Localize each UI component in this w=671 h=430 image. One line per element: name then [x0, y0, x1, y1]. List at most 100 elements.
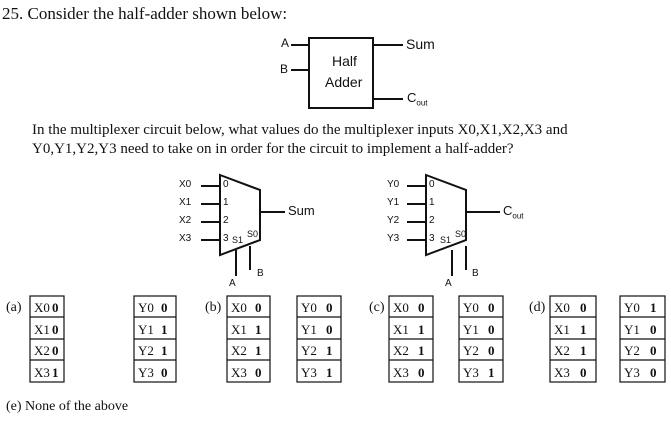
mux-x-select-input: A [229, 278, 236, 289]
mux-x-input-label: X1 [179, 197, 192, 208]
option-cell: Y0 [624, 300, 640, 315]
option-cell: 0 [161, 365, 168, 380]
mux-y-select-label: S0 [455, 229, 467, 239]
mux-x-output: Sum [288, 203, 315, 218]
option-cell: X3 [393, 365, 409, 380]
option-a-letter: (a) [6, 300, 22, 315]
option-cell: Y0 [138, 300, 154, 315]
option-cell: Y2 [463, 343, 479, 358]
mux-x-port-number: 0 [223, 179, 229, 190]
option-cell: X1 [34, 322, 50, 337]
half-adder-input-a: A [281, 36, 290, 50]
option-cell: Y2 [138, 343, 154, 358]
mux-x-shape [201, 173, 285, 276]
mux-y-input-label: Y2 [387, 215, 400, 226]
mux-y-port-number: 1 [429, 197, 435, 208]
option-cell: Y1 [138, 322, 154, 337]
mux-y-output: Cout [503, 203, 524, 221]
option-cell: X0 [393, 300, 409, 315]
mux-y-port-number: 3 [429, 233, 435, 244]
option-boxes [29, 295, 666, 383]
option-cell: Y3 [624, 365, 640, 380]
option-cell: 1 [488, 365, 495, 380]
option-cell: 0 [52, 322, 59, 337]
option-cell: Y0 [301, 300, 317, 315]
mux-y-select-input: B [472, 268, 479, 279]
question-number: 25. [2, 4, 24, 23]
option-cell: Y3 [301, 365, 317, 380]
option-cell: 1 [580, 343, 587, 358]
option-cell: 1 [418, 322, 425, 337]
option-cell: X2 [393, 343, 409, 358]
option-cell: 1 [650, 300, 657, 315]
mux-y-select-label: S1 [440, 235, 452, 245]
mux-x-port-number: 3 [223, 233, 229, 244]
option-cell: 0 [255, 365, 262, 380]
option-b-letter: (b) [205, 300, 222, 315]
option-cell: X2 [554, 343, 570, 358]
mux-x-input-label: X0 [179, 179, 192, 190]
option-cell: Y1 [624, 322, 640, 337]
option-cell: X1 [393, 322, 409, 337]
half-adder-label-line2: Adder [325, 74, 363, 90]
half-adder-label-line1: Half [332, 53, 357, 69]
option-cell: 0 [52, 300, 59, 315]
mux-x-select-input: B [257, 268, 264, 279]
option-cell: 0 [650, 343, 657, 358]
option-cell: 1 [161, 343, 168, 358]
option-c-letter: (c) [369, 300, 385, 315]
half-adder-output-cout: Cout [407, 90, 428, 108]
option-cell: 0 [488, 322, 495, 337]
option-cell: 0 [161, 300, 168, 315]
option-cell: X2 [34, 343, 50, 358]
option-cell: 0 [255, 300, 262, 315]
option-cell: X0 [231, 300, 247, 315]
option-cell: X1 [554, 322, 570, 337]
option-cell: Y1 [301, 322, 317, 337]
option-cell: 1 [161, 322, 168, 337]
option-cell: X0 [34, 300, 50, 315]
half-adder-input-b: B [280, 62, 289, 76]
option-cell: 0 [650, 322, 657, 337]
question-title-text: Consider the half-adder shown below: [27, 4, 288, 23]
option-cell: Y0 [463, 300, 479, 315]
option-cell: 0 [418, 300, 425, 315]
option-cell: X2 [231, 343, 247, 358]
option-cell: 0 [488, 343, 495, 358]
option-cell: X3 [554, 365, 570, 380]
option-cell: 1 [418, 343, 425, 358]
option-cell: Y3 [463, 365, 479, 380]
option-cell: 0 [650, 365, 657, 380]
option-cell: X3 [34, 365, 50, 380]
mux-y-input-label: Y0 [387, 179, 400, 190]
question-title: 25. Consider the half-adder shown below: [2, 4, 287, 24]
option-cell: Y1 [463, 322, 479, 337]
mux-y-port-number: 2 [429, 215, 435, 226]
mux-x-input-label: X3 [179, 233, 192, 244]
mux-y-input-label: Y3 [387, 233, 400, 244]
option-cell: Y2 [301, 343, 317, 358]
mux-x-port-number: 2 [223, 215, 229, 226]
question-body-line1: In the multiplexer circuit below, what v… [32, 122, 568, 138]
option-cell: Y2 [624, 343, 640, 358]
option-cell: 1 [326, 365, 333, 380]
option-cell: 1 [255, 322, 262, 337]
option-cell: X3 [231, 365, 247, 380]
option-cell: 0 [580, 300, 587, 315]
option-cell: 1 [580, 322, 587, 337]
mux-x-select-label: S1 [232, 235, 244, 245]
option-cell: Y3 [138, 365, 154, 380]
option-cell: 0 [52, 343, 59, 358]
half-adder-output-sum: Sum [406, 36, 435, 52]
option-e[interactable]: (e) None of the above [6, 399, 129, 414]
option-cell: 1 [52, 365, 59, 380]
option-cell: 0 [418, 365, 425, 380]
mux-x-input-label: X2 [179, 215, 192, 226]
option-cell: 1 [255, 343, 262, 358]
mux-y-shape [407, 173, 500, 276]
option-cell: X0 [554, 300, 570, 315]
option-cell: 0 [326, 322, 333, 337]
mux-y-select-input: A [445, 278, 452, 289]
mux-y-input-label: Y1 [387, 197, 400, 208]
